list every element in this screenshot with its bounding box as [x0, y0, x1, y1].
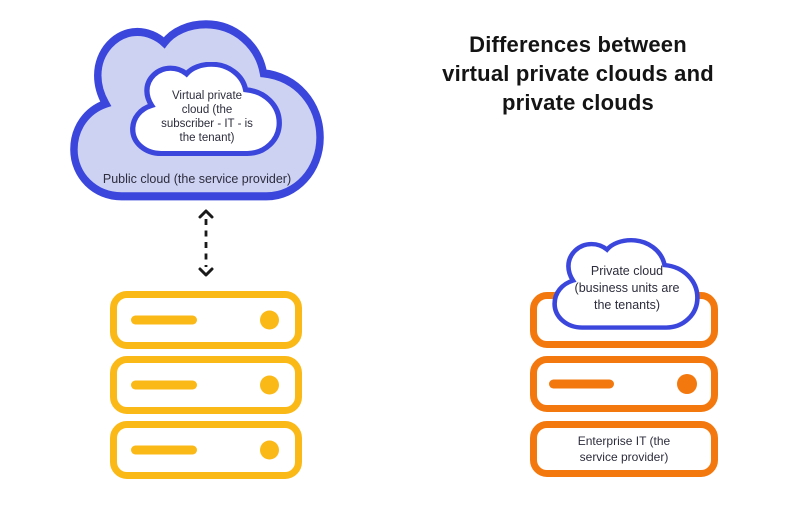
server-slot-bar — [549, 379, 614, 389]
enterprise-server-icon — [530, 356, 718, 412]
server-slot-bar — [131, 380, 197, 390]
public-server-icon-2 — [110, 356, 302, 414]
vpc-cloud-icon — [130, 62, 282, 157]
server-slot-bar — [131, 315, 197, 325]
server-status-dot — [677, 374, 697, 394]
server-status-dot — [260, 375, 279, 395]
public-cloud-label: Public cloud (the service provider) — [102, 172, 292, 186]
public-server-icon-1 — [110, 291, 302, 349]
public-server-icon-3 — [110, 421, 302, 479]
enterprise-it-box: Enterprise IT (the service provider) — [530, 421, 718, 477]
private-cloud-label: Private cloud (business units are the te… — [574, 264, 680, 312]
diagram-title: Differences between virtual private clou… — [442, 32, 714, 115]
private-cloud-icon — [552, 238, 700, 330]
enterprise-it-label: Enterprise IT (the service provider) — [577, 434, 671, 464]
bidirectional-dashed-arrow-icon — [198, 209, 214, 277]
server-status-dot — [260, 310, 279, 330]
server-status-dot — [260, 440, 279, 460]
server-slot-bar — [131, 445, 197, 455]
vpc-cloud-label: Virtual private cloud (the subscriber - … — [161, 90, 253, 144]
